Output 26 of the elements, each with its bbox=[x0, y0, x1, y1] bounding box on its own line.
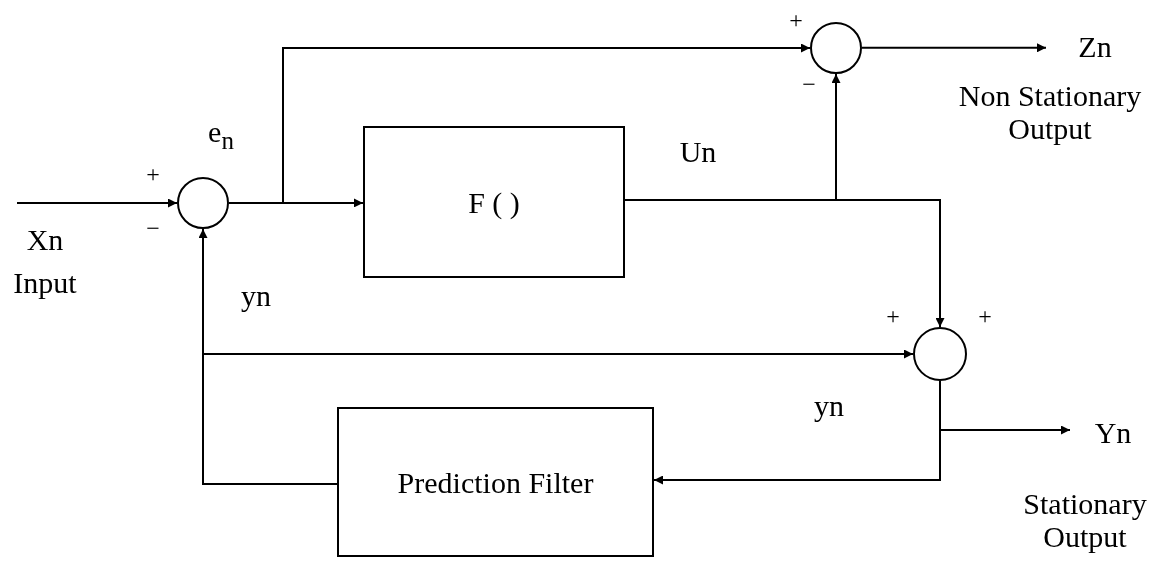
block-label: Prediction Filter bbox=[397, 465, 594, 499]
signal-label: Un bbox=[679, 137, 717, 167]
signal-description: Non Stationary Output bbox=[957, 79, 1143, 145]
sign-label: + bbox=[789, 8, 803, 32]
sign-label: − bbox=[146, 216, 160, 240]
sign-label: + bbox=[146, 162, 160, 186]
block bbox=[337, 407, 654, 557]
signal-arrow bbox=[16, 198, 178, 208]
sign-label: + bbox=[886, 304, 900, 328]
signal-label: e$_{n}$ bbox=[208, 117, 234, 153]
sign-label: − bbox=[802, 72, 816, 96]
output-signal-label: Yn bbox=[1086, 412, 1140, 452]
signal-description: Stationary Output bbox=[1022, 487, 1148, 553]
summing-junction bbox=[913, 327, 967, 381]
block-label: F ( ) bbox=[468, 185, 520, 219]
summing-junction bbox=[810, 22, 862, 74]
signal-label: yn bbox=[241, 281, 271, 311]
signal-label: yn bbox=[814, 391, 844, 421]
sign-label: + bbox=[978, 304, 992, 328]
signal-arrow bbox=[861, 43, 1047, 53]
signal-label: Xn bbox=[26, 225, 64, 255]
signal-label: Input bbox=[13, 268, 77, 298]
block bbox=[363, 126, 625, 278]
output-signal-label: Zn bbox=[1068, 26, 1122, 66]
summing-junction bbox=[177, 177, 229, 229]
signal-arrow bbox=[202, 349, 914, 485]
